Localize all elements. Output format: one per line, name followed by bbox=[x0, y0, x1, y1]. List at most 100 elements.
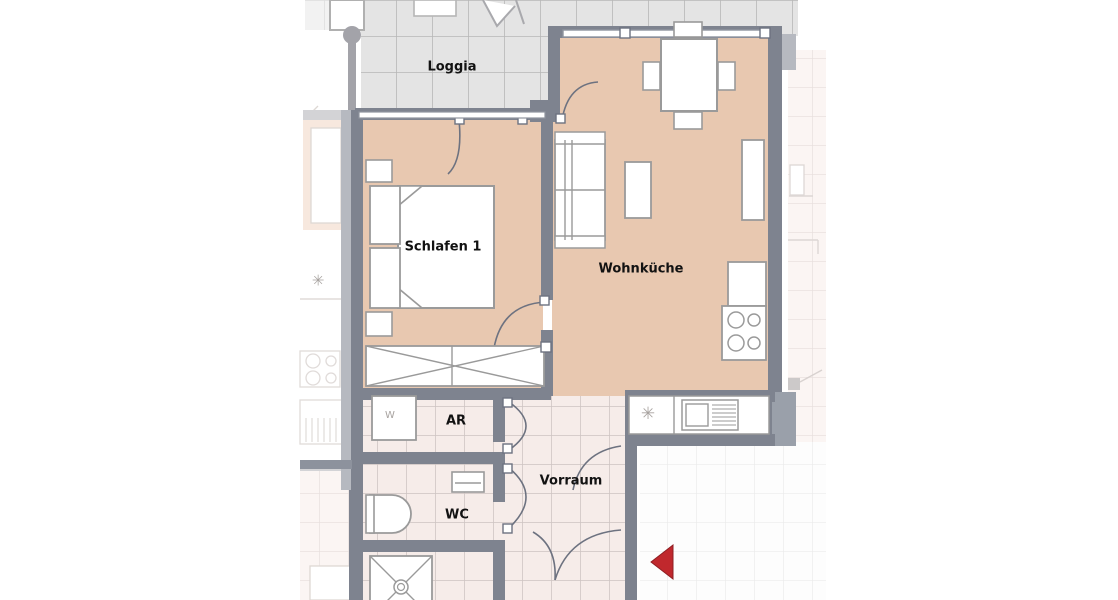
dining-chair-right bbox=[717, 61, 736, 91]
wall-bedroom-east bbox=[541, 120, 553, 300]
sink-drainboard bbox=[712, 404, 736, 426]
wohnkueche-furniture: ✳ Wohnküche bbox=[554, 21, 770, 435]
shower-drain bbox=[393, 579, 409, 595]
door-swing-ar bbox=[508, 401, 527, 451]
bedroom-furniture: Schlafen 1 bbox=[365, 159, 552, 387]
double-bed bbox=[397, 185, 495, 309]
vorraum-tiled-floor bbox=[500, 440, 629, 600]
door-swing-entrance-2 bbox=[532, 531, 556, 581]
neighbor-left-hatch bbox=[305, 418, 337, 442]
door-hinge-wc-top bbox=[502, 463, 513, 474]
wall-wc-east-upper bbox=[493, 452, 505, 502]
wall-east-light-upper bbox=[782, 34, 796, 70]
door-swing-bedroom bbox=[493, 301, 547, 349]
wall-wc-north bbox=[355, 452, 505, 464]
entrance-marker bbox=[650, 543, 674, 581]
neighbor-wall-nub bbox=[788, 378, 800, 390]
wall-ar-east bbox=[493, 398, 505, 442]
dining-chair-top bbox=[673, 21, 703, 38]
entrance-arrow-icon bbox=[650, 543, 674, 581]
door-hinge-ar-bottom bbox=[502, 443, 513, 454]
neighbor-fixture-a bbox=[789, 164, 805, 196]
wall-vorraum-east-lower bbox=[625, 506, 637, 600]
room-label-wohnkueche: Wohnküche bbox=[599, 262, 684, 277]
sofa-backrest-bottom bbox=[554, 235, 606, 249]
door-hinge-wohnkueche-loggia bbox=[555, 113, 566, 124]
room-vorraum: Vorraum bbox=[540, 474, 603, 489]
neighbor-line-b bbox=[788, 239, 819, 254]
neighbor-burner-4 bbox=[325, 372, 337, 384]
dining-chair-left bbox=[642, 61, 661, 91]
doors bbox=[447, 81, 622, 581]
neighbor-left-tub bbox=[309, 565, 351, 600]
room-ar: W AR bbox=[371, 395, 466, 441]
loggia-railing-panel-left bbox=[329, 0, 365, 31]
door-hinge-wc-bottom bbox=[502, 523, 513, 534]
wall-wohnkueche-south bbox=[625, 434, 775, 446]
door-hinge-bedroom bbox=[539, 295, 550, 306]
nightstand-left bbox=[369, 185, 401, 245]
door-hinge-ar-top bbox=[502, 397, 513, 408]
tall-cabinet bbox=[741, 139, 765, 221]
toilet-cistern bbox=[365, 494, 375, 534]
wall-wc-south bbox=[355, 540, 505, 552]
window-mullion-a bbox=[619, 27, 631, 39]
dining-chair-bottom bbox=[673, 111, 703, 130]
cooktop-burner-1 bbox=[727, 311, 745, 329]
cooktop-burner-2 bbox=[747, 313, 761, 327]
washing-machine bbox=[371, 395, 417, 441]
door-swing-loggia-bedroom bbox=[447, 119, 461, 175]
radiator-icon: ✳ bbox=[641, 404, 655, 424]
wardrobe-marker bbox=[540, 341, 552, 353]
wall-neighbor-stub-a bbox=[300, 460, 352, 469]
wall-east-lower-step bbox=[772, 392, 796, 446]
neighbor-left-radiator-icon: ✳ bbox=[312, 272, 325, 290]
door-swing-wohnkueche bbox=[572, 445, 622, 491]
coffee-table bbox=[624, 161, 652, 219]
cooktop-burner-3 bbox=[727, 334, 745, 352]
room-label-loggia: Loggia bbox=[427, 60, 476, 75]
cooktop-burner-4 bbox=[747, 336, 761, 350]
refrigerator bbox=[727, 261, 767, 307]
door-swing-entrance bbox=[554, 529, 622, 581]
bedroom-cabinet-top bbox=[365, 159, 393, 183]
room-label-schlafen1: Schlafen 1 bbox=[405, 240, 482, 255]
windows bbox=[358, 27, 771, 119]
nightstand-right bbox=[369, 247, 401, 309]
door-swing-wc bbox=[508, 467, 527, 529]
dining-table bbox=[660, 38, 718, 112]
shower-area bbox=[369, 555, 433, 600]
bedroom-cabinet-bottom bbox=[365, 311, 393, 337]
neighbor-left-furniture bbox=[310, 127, 342, 224]
loggia-window-leaf-left bbox=[482, 0, 516, 28]
cooktop bbox=[721, 305, 767, 361]
neighbor-burner-3 bbox=[305, 370, 321, 386]
loggia-post bbox=[348, 35, 356, 110]
neighbor-left-cooktop bbox=[299, 350, 341, 388]
room-label-vorraum: Vorraum bbox=[540, 474, 603, 489]
loggia-floor bbox=[361, 0, 558, 110]
wohnkueche-floor bbox=[552, 34, 770, 440]
neighbor-left-wall-a bbox=[303, 110, 359, 120]
washing-machine-label: W bbox=[385, 410, 395, 421]
neighbor-burner-1 bbox=[305, 353, 321, 369]
shower-drain-inner bbox=[396, 582, 406, 592]
room-label-wc: WC bbox=[445, 508, 469, 523]
toilet bbox=[369, 494, 412, 534]
neighbor-right-floor bbox=[788, 50, 826, 442]
loggia-window-leaf-left-mullion bbox=[515, 0, 525, 25]
neighbor-burner-2 bbox=[325, 355, 337, 367]
loggia-panel-a bbox=[413, 0, 457, 17]
room-label-ar: AR bbox=[446, 414, 466, 429]
wall-wc-east-lower bbox=[493, 540, 505, 600]
window-bedroom-north bbox=[358, 111, 546, 119]
wardrobe-hatch bbox=[365, 345, 545, 387]
window-wohnkueche-north bbox=[562, 29, 764, 38]
neighbor-door-swing-a bbox=[799, 369, 823, 383]
washbasin bbox=[451, 471, 485, 493]
wall-west-light bbox=[341, 110, 351, 490]
wall-vorraum-east bbox=[625, 446, 637, 506]
wall-loggia-east bbox=[548, 26, 560, 122]
